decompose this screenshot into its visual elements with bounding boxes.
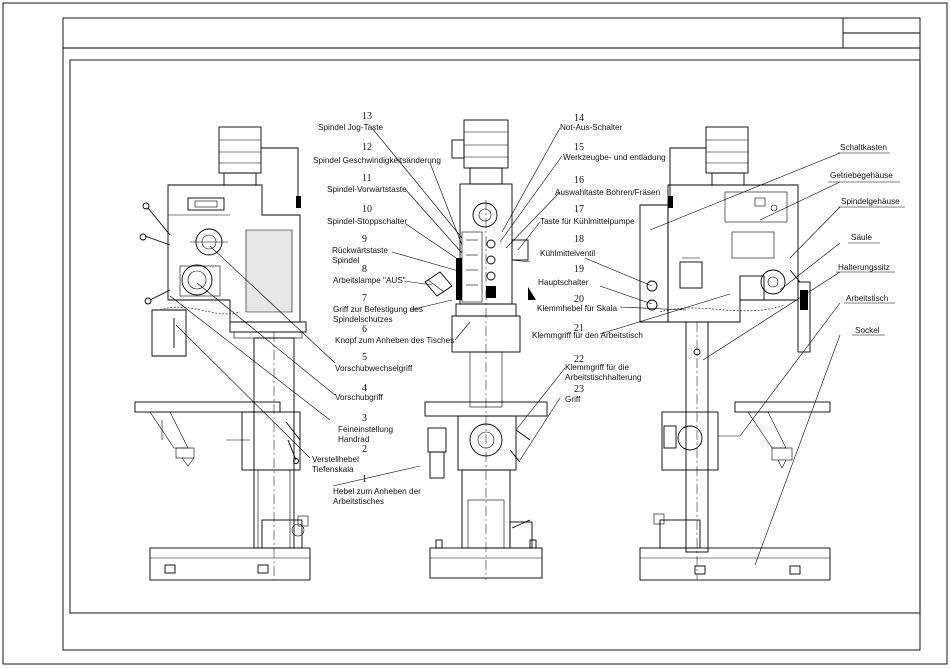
callout-1-label-line2: Arbeitstisches: [333, 497, 384, 506]
callout-2-number: 2: [362, 444, 367, 455]
callout-2-label: Verstellhebel: [312, 455, 359, 464]
callout-20-label: Klemmhebel für Skala: [537, 304, 618, 313]
callout-20-number: 20: [574, 294, 584, 305]
callout-6-number: 6: [362, 324, 367, 335]
part-label-getriebegehaeuse: Getriebegehäuse: [830, 171, 893, 180]
callout-12-label: Spindel Geschwindigkeitsänderung: [313, 156, 441, 165]
drawing-frame: [69, 59, 921, 614]
callout-22-number: 22: [574, 354, 584, 365]
part-label-schaltkasten: Schaltkasten: [840, 143, 887, 152]
callout-14-label: Not-Aus-Schalter: [560, 123, 623, 132]
callout-7-number: 7: [362, 293, 367, 304]
callout-9-number: 9: [362, 234, 367, 245]
callout-18-label: Kühlmittelventil: [540, 249, 595, 258]
callout-23-label: Griff: [565, 395, 581, 404]
callout-3-number: 3: [362, 413, 367, 424]
callout-1-number: 1: [362, 474, 367, 485]
part-label-underlines: [828, 152, 905, 336]
callout-10-number: 10: [362, 204, 372, 215]
callout-5-label: Vorschubwechselgriff: [335, 364, 413, 373]
callout-4-number: 4: [362, 383, 367, 394]
callout-15-label: Werkzeugbe- und entladung: [563, 153, 666, 162]
callout-16-label: Auswahltaste Bohren/Fräsen: [555, 188, 661, 197]
callout-13-number: 13: [362, 111, 372, 122]
part-label-arbeitstisch: Arbeitstisch: [846, 294, 889, 303]
callout-12-number: 12: [362, 142, 372, 153]
callout-2-label-line2: Tiefenskala: [312, 465, 354, 474]
callout-19-number: 19: [574, 264, 584, 275]
callout-10-label: Spindel-Stoppschalter: [327, 217, 407, 226]
callout-1-label: Hebel zum Anheben der: [333, 487, 421, 496]
callouts-left: 13 Spindel Jog-Taste 12 Spindel Geschwin…: [312, 111, 454, 506]
machine-front-view-center: [424, 119, 548, 580]
callout-18-number: 18: [574, 234, 584, 245]
callout-7-label: Griff zur Befestigung des: [333, 305, 423, 314]
callout-6-label: Knopf zum Anheben des Tisches: [335, 336, 454, 345]
callout-8-label: Arbeitslampe "AUS": [333, 276, 406, 285]
machine-side-view-right: [639, 126, 831, 581]
callout-17-number: 17: [574, 204, 584, 215]
callout-17-label: Taste für Kühlmittelpumpe: [540, 217, 635, 226]
callout-21-number: 21: [574, 323, 584, 334]
part-labels: Schaltkasten Getriebegehäuse Spindelgehä…: [830, 143, 900, 335]
part-label-halterungssitz: Halterungssitz: [838, 263, 890, 272]
machine-side-view-left: [134, 126, 311, 581]
callout-13-label: Spindel Jog-Taste: [318, 123, 384, 132]
callout-11-label: Spindel-Vorwärtstaste: [327, 185, 407, 194]
callout-15-number: 15: [574, 142, 584, 153]
callout-8-number: 8: [362, 264, 367, 275]
callout-11-number: 11: [362, 173, 372, 184]
callout-16-number: 16: [574, 175, 584, 186]
part-label-spindelgehaeuse: Spindelgehäuse: [841, 197, 900, 206]
callout-14-number: 14: [574, 113, 584, 124]
part-label-sockel: Sockel: [855, 326, 880, 335]
callout-22-label-line2: Arbeitstischhalterung: [565, 373, 642, 382]
callout-9-label-line2: Spindel: [332, 256, 359, 265]
callouts-right: 14 Not-Aus-Schalter 15 Werkzeugbe- und e…: [532, 113, 666, 404]
callout-3-label: Feineinstellung: [338, 425, 394, 434]
callout-leader-lines: [169, 127, 841, 566]
callout-5-number: 5: [362, 352, 367, 363]
callout-19-label: Hauptschalter: [538, 278, 589, 287]
callout-4-label: Vorschubgriff: [335, 393, 383, 402]
callout-9-label: Rückwärtstaste: [332, 246, 388, 255]
callout-22-label: Klemmgriff für die: [565, 363, 629, 372]
callout-23-number: 23: [574, 384, 584, 395]
callout-3-label-line2: Handrad: [338, 435, 370, 444]
callout-21-label: Klemmgriff für den Arbeitstisch: [532, 331, 643, 340]
callout-7-label-line2: Spindelschutzes: [333, 315, 393, 324]
part-label-saeule: Säule: [851, 233, 872, 242]
